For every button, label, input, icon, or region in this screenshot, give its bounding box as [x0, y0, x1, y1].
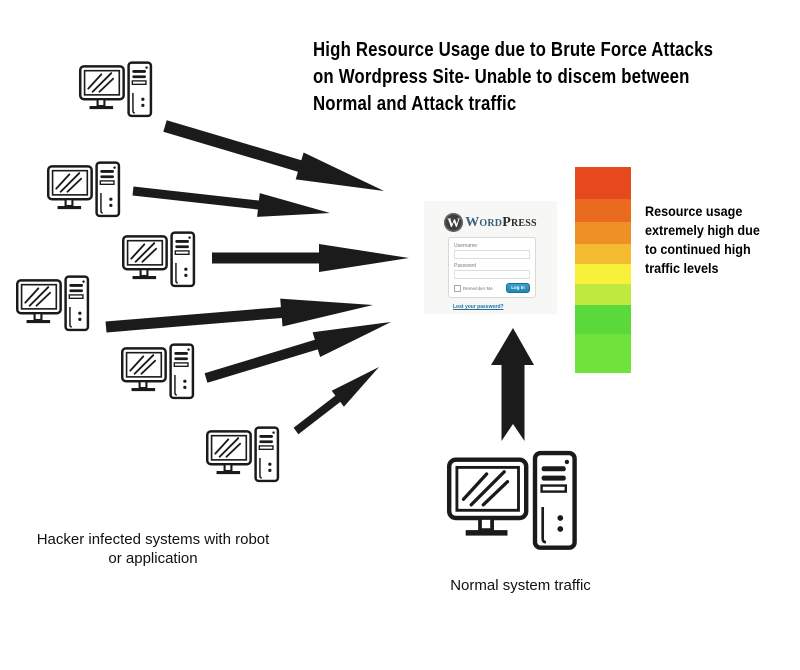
hacker-computer-icon-2 [47, 161, 121, 218]
wordpress-w-badge-icon: W [444, 213, 464, 232]
hacker-computer-icon-5 [120, 343, 195, 400]
attack-arrow-4 [105, 298, 373, 333]
remember-me-label: Remember Me [463, 285, 493, 291]
hacker-computer-icon-3 [121, 231, 196, 288]
wordpress-logotype-word: Word [465, 214, 503, 230]
hacker-systems-label: Hacker infected systems with robot or ap… [36, 531, 270, 567]
hacker-computer-icon-1 [78, 61, 153, 118]
attack-arrow-1 [163, 120, 384, 191]
heat-bar-segment [575, 167, 631, 199]
wordpress-logotype-press: Press [502, 214, 537, 230]
heat-bar-segment [575, 284, 631, 305]
log-in-button[interactable]: Log In [506, 283, 530, 293]
login-actions-row: Remember Me Log In [454, 283, 530, 293]
attack-arrow-5 [204, 322, 391, 383]
hacker-computer-icon-6 [206, 426, 280, 483]
heat-bar-segment [575, 244, 631, 264]
diagram-title: High Resource Usage due to Brute Force A… [313, 39, 714, 115]
username-input[interactable] [454, 250, 530, 259]
login-form-card: Username Password Remember Me Log In [448, 237, 536, 298]
wordpress-login-screenshot: W WordPress Username Password Remember M… [424, 201, 557, 314]
username-label: Username [454, 243, 478, 249]
heat-bar-segment [575, 334, 631, 373]
normal-computer-icon [449, 453, 574, 548]
attack-arrow-6 [293, 367, 379, 435]
heat-bar-segment [575, 305, 631, 334]
resource-usage-note: Resource usage extremely high due to con… [645, 203, 760, 276]
wordpress-logo: W WordPress [424, 213, 557, 232]
resource-usage-bar [575, 167, 631, 373]
remember-me-checkbox[interactable] [454, 284, 461, 292]
wordpress-logotype: WordPress [465, 215, 537, 231]
hacker-computer-icon-4 [15, 275, 90, 332]
password-label: Password [454, 263, 476, 269]
normal-traffic-arrow [491, 328, 534, 441]
password-input[interactable] [454, 270, 530, 279]
heat-bar-segment [575, 199, 631, 222]
lost-password-link[interactable]: Lost your password? [453, 304, 504, 310]
attack-arrow-3 [212, 244, 409, 272]
attack-arrow-2 [132, 186, 330, 217]
heat-bar-segment [575, 222, 631, 244]
normal-traffic-label: Normal system traffic [450, 577, 591, 594]
heat-bar-segment [575, 264, 631, 284]
